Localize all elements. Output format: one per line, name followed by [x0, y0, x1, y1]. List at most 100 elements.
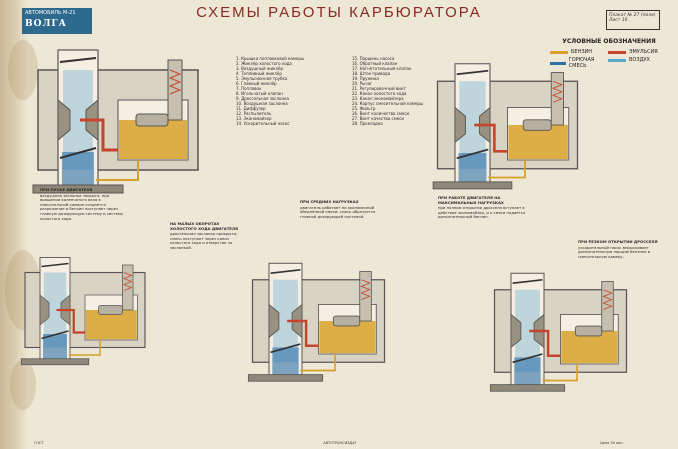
parts-list-item: 4. Топливный жиклёр — [236, 71, 282, 76]
parts-list-item: 25. Фильтр — [352, 106, 376, 111]
legend-item: ВОЗДУХ — [608, 57, 666, 63]
badge-line: АВТОМОБИЛЬ М-21 — [25, 10, 76, 16]
caption-title: При средних нагрузках — [300, 199, 359, 204]
idle-channel — [542, 363, 578, 382]
edge-wear — [0, 0, 28, 449]
pump-spring — [602, 289, 613, 310]
diffuser — [454, 106, 491, 144]
base-flange — [489, 384, 566, 392]
parts-list-item: 10. Воздушная заслонка — [236, 101, 288, 106]
caption-title: На малых оборотах холостого хода двигате… — [170, 221, 238, 231]
caption-text: ускорительный насос впрыскивает дополнит… — [578, 244, 651, 259]
stain — [10, 360, 36, 410]
diffuser — [268, 303, 303, 339]
choke-plate — [456, 69, 489, 76]
legend-label: ЭМУЛЬСИЯ — [629, 49, 658, 55]
legend-label: БЕНЗИН — [571, 49, 593, 55]
base-flange — [247, 374, 324, 382]
legend-swatch — [608, 50, 626, 54]
idle-channel — [68, 340, 101, 356]
diagram-start — [32, 49, 199, 194]
legend-swatch — [550, 61, 566, 65]
caption-title: При пуске двигателя — [40, 187, 93, 192]
pump-spring — [360, 279, 371, 300]
caption-idle: На малых оборотах холостого хода двигате… — [170, 221, 244, 251]
caption-title: При резком открытии дросселя — [578, 239, 658, 244]
accelerator-pump — [601, 281, 614, 332]
parts-list-item: 28. Прокладка — [352, 121, 383, 126]
idle-channel — [300, 353, 336, 372]
legend-swatch — [550, 50, 568, 54]
base-flange — [20, 358, 90, 366]
footer-center: АВТОТРАНСИЗДАТ — [323, 441, 357, 445]
carburetor — [20, 257, 146, 366]
throttle-plate — [270, 343, 301, 354]
base-flange — [432, 181, 513, 190]
footer-left: ГОСТ — [34, 441, 44, 445]
throttle-plate — [59, 147, 97, 159]
parts-list-item: 6. Главный жиклёр — [236, 81, 277, 86]
accelerator-pump — [122, 264, 134, 311]
parts-list-item: 1. Крышка поплавковой камеры — [236, 56, 305, 61]
legend-swatch — [608, 58, 626, 62]
choke-plate — [512, 279, 543, 284]
page-title: СХЕМЫ РАБОТЫ КАРБЮРАТОРА — [196, 4, 482, 21]
parts-list-item: 26. Винт количества смеси — [352, 111, 410, 116]
parts-list-item: 11. Диффузор — [236, 106, 266, 111]
choke-plate — [270, 269, 301, 274]
parts-list-item: 7. Поплавок — [236, 86, 262, 91]
parts-list-item: 15. Поршень насоса — [352, 56, 395, 61]
choke-plate — [59, 57, 97, 63]
throttle-plate — [41, 330, 69, 340]
choke-plate — [41, 262, 69, 268]
carburetor — [247, 262, 386, 382]
legend: УСЛОВНЫЕ ОБОЗНАЧЕНИЯ БЕНЗИН ГОРЮЧАЯ СМЕС… — [550, 38, 668, 71]
parts-list-item: 9. Дроссельная заслонка — [236, 96, 289, 101]
float — [135, 113, 169, 127]
legend-label: ГОРЮЧАЯ СМЕСЬ — [568, 57, 595, 69]
parts-list-item: 22. Канал холостого хода — [352, 91, 407, 96]
mixture-flow — [43, 334, 67, 361]
diagram-idle — [20, 257, 146, 366]
caption-text: воздушная заслонка закрыта, при вращении… — [40, 192, 124, 221]
stain — [8, 40, 38, 100]
carburetor — [432, 63, 579, 190]
throttle-plate — [512, 353, 543, 364]
mixture-flow — [514, 357, 541, 388]
carburetor — [489, 272, 628, 392]
caption-text: двигатель работает на экономичной обеднё… — [300, 204, 376, 219]
mixture-flow — [62, 152, 94, 188]
parts-list-item: 24. Корпус смесительной камеры — [352, 101, 424, 106]
parts-list-item: 2. Жиклёр холостого хода — [236, 61, 292, 66]
parts-list-item: 23. Канал экономайзера — [352, 96, 404, 101]
air-flow — [43, 272, 67, 348]
sheet-number: Плакат № 27 (поле) Лист 16 — [606, 10, 660, 30]
carburetor — [32, 49, 199, 194]
diagram-medium — [247, 262, 386, 382]
mixture-flow — [272, 347, 299, 378]
emulsion-channel — [529, 329, 561, 357]
idle-channel — [96, 160, 139, 181]
legend-title: УСЛОВНЫЕ ОБОЗНАЧЕНИЯ — [562, 38, 656, 45]
base-flange — [32, 184, 124, 194]
diagram-accel — [489, 272, 628, 392]
parts-list-item: 8. Игольчатый клапан — [236, 91, 283, 96]
pump-spring — [168, 69, 182, 95]
parts-list-item: 12. Распылитель — [236, 111, 272, 116]
legend-item: БЕНЗИН — [550, 49, 608, 55]
pump-spring — [551, 80, 563, 103]
parts-list-item: 14. Ускорительный насос — [236, 121, 290, 126]
parts-list-item: 16. Обратный клапан — [352, 61, 398, 66]
parts-list-item: 27. Винт качества смеси — [352, 116, 404, 121]
float — [522, 119, 552, 131]
emulsion-channel — [474, 123, 508, 153]
pump-spring — [122, 272, 133, 291]
parts-list-item: 19. Пружина — [352, 76, 379, 81]
diffuser — [39, 294, 71, 326]
idle-channel — [488, 160, 526, 179]
caption-accel: При резком открытии дросселя ускорительн… — [578, 239, 664, 259]
diffuser — [57, 98, 99, 142]
caption-title: При работе двигателя на максимальных наг… — [438, 195, 504, 205]
parts-list-item: 3. Воздушный жиклёр — [236, 66, 284, 71]
parts-list-item: 5. Эмульсионная трубка — [236, 76, 288, 81]
